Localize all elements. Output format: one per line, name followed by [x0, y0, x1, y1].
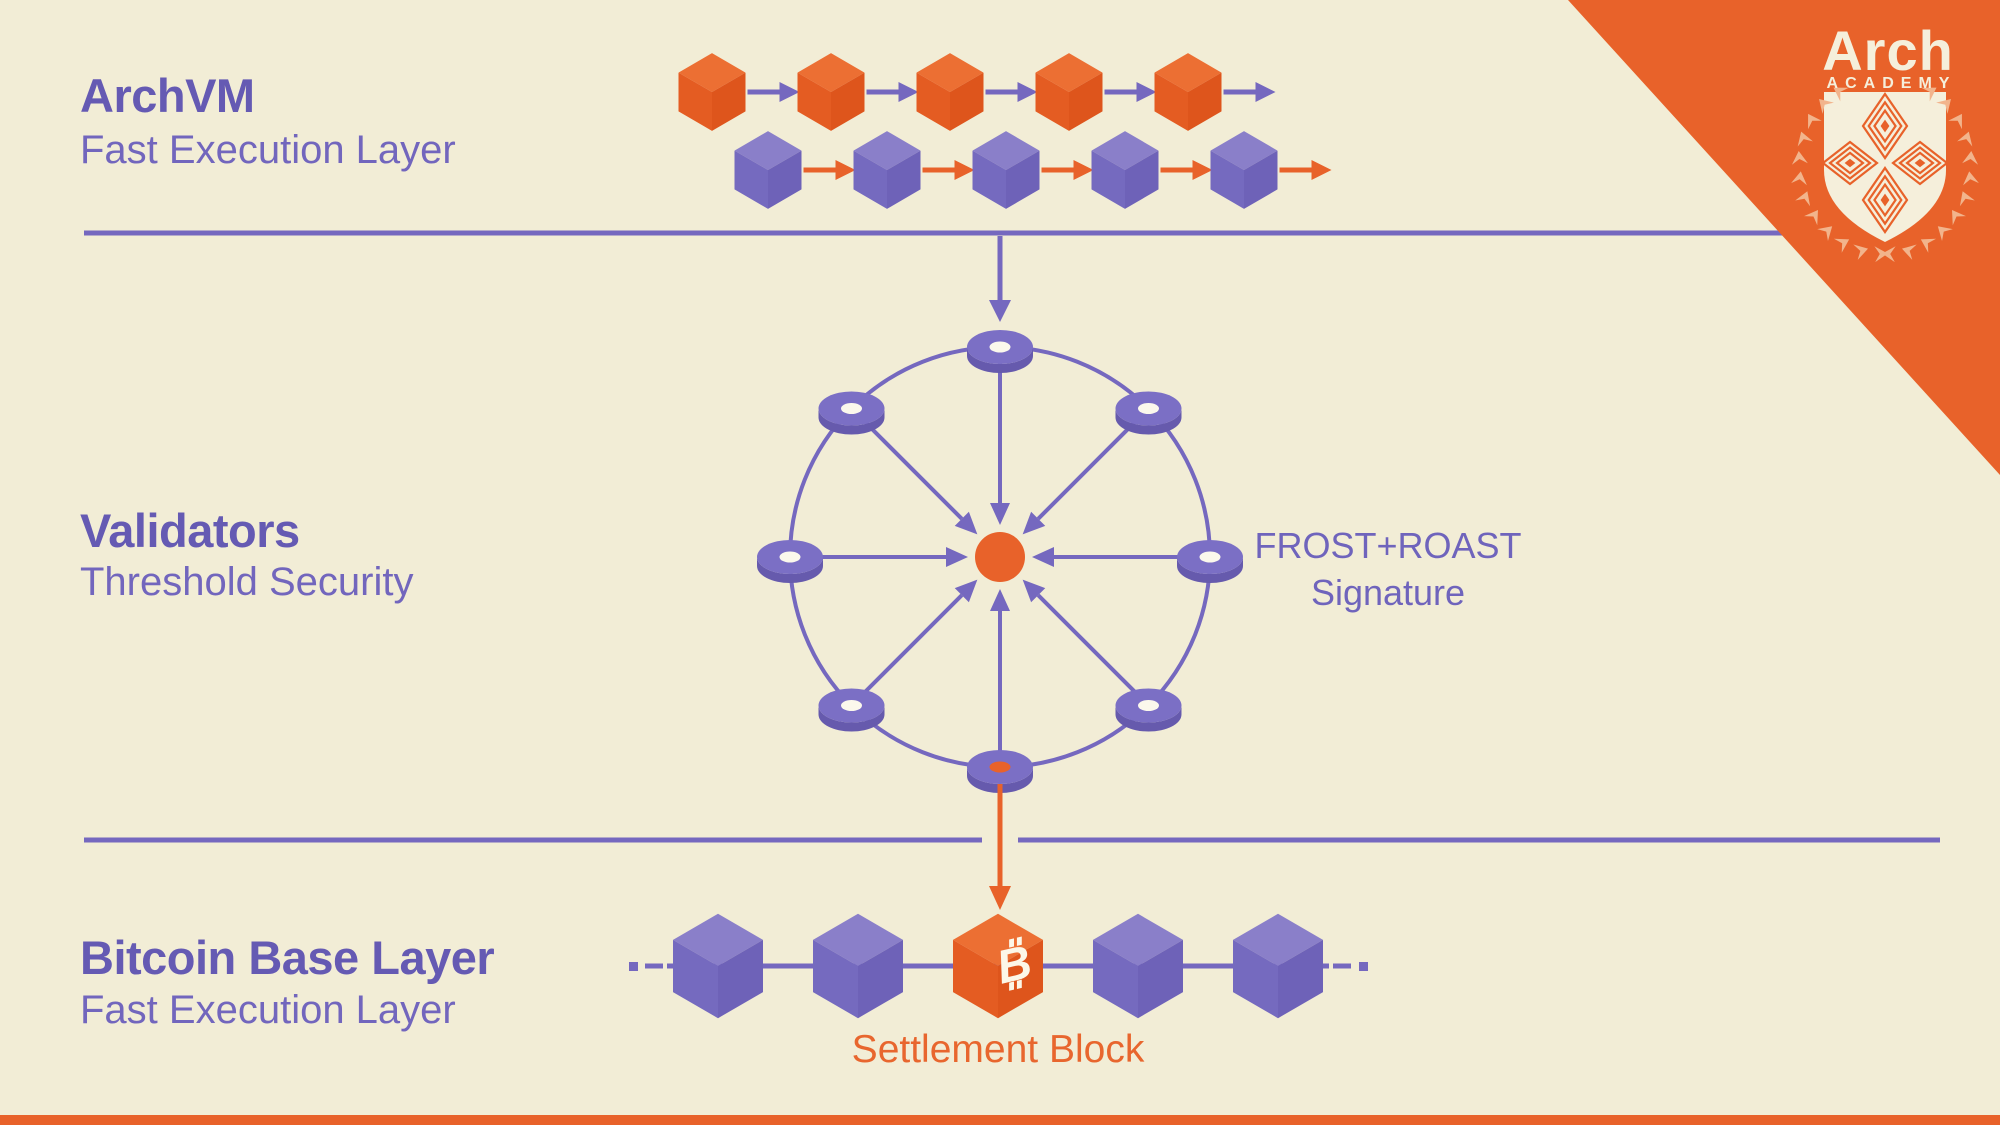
- frost-roast-label: FROST+ROAST Signature: [1254, 522, 1521, 616]
- frost-roast-line1: FROST+ROAST: [1254, 525, 1522, 566]
- corner-ribbon: [1568, 0, 2000, 475]
- frost-roast-line2: Signature: [1310, 572, 1466, 613]
- logo-wordmark: Arch: [1822, 19, 1954, 82]
- validator-ring: [757, 330, 1243, 793]
- archvm-chain-orange: [678, 53, 1276, 131]
- archvm-title: ArchVM: [80, 69, 255, 122]
- flow-arrow-top-icon: [989, 236, 1011, 322]
- validators-subtitle: Threshold Security: [80, 560, 414, 604]
- settlement-block-label: Settlement Block: [851, 1028, 1145, 1071]
- bitcoin-symbol-icon: B: [991, 934, 1036, 993]
- bitcoin-subtitle: Fast Execution Layer: [80, 988, 456, 1032]
- archvm-subtitle: Fast Execution Layer: [80, 128, 456, 172]
- validators-title: Validators: [80, 504, 300, 557]
- settlement-arrow-icon: [989, 784, 1011, 910]
- logo-academy-label: ACADEMY: [1826, 75, 1957, 92]
- bitcoin-title: Bitcoin Base Layer: [80, 931, 495, 984]
- bottom-accent-bar: [0, 1115, 2000, 1125]
- archvm-chain-purple: [734, 131, 1332, 209]
- bitcoin-chain: B: [629, 913, 1368, 1019]
